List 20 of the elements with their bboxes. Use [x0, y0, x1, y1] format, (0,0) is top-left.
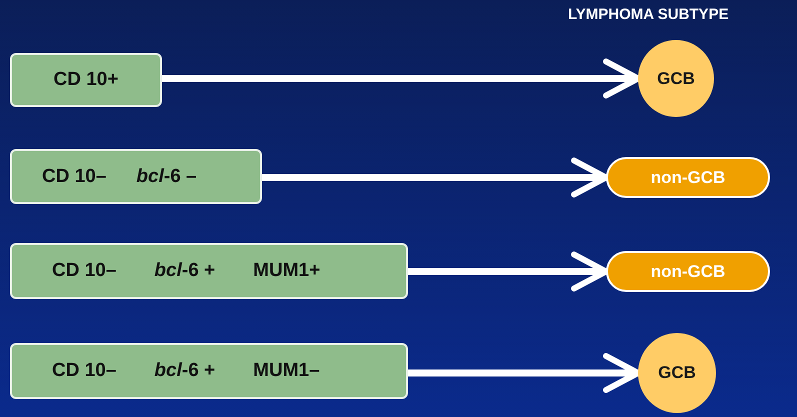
marker-condition-box	[10, 343, 408, 399]
marker-condition-box	[10, 243, 408, 299]
marker-label: CD 10–	[42, 166, 106, 188]
subtype-pill	[606, 157, 770, 198]
marker-label: non-GCB	[650, 262, 726, 282]
marker-label: GCB	[658, 363, 696, 383]
marker-label: bcl-6 +	[154, 360, 216, 382]
subtype-pill	[606, 251, 770, 292]
marker-label: non-GCB	[650, 168, 726, 188]
marker-label: MUM1–	[253, 360, 320, 382]
marker-condition-box	[10, 53, 162, 107]
marker-condition-box	[10, 149, 262, 204]
marker-label: CD 10–	[52, 260, 116, 282]
marker-label: MUM1+	[253, 260, 320, 282]
marker-label: CD 10–	[52, 360, 116, 382]
column-heading: LYMPHOMA SUBTYPE	[568, 6, 729, 23]
marker-label: bcl-6 +	[154, 260, 216, 282]
marker-label: bcl-6 –	[136, 166, 197, 188]
marker-label: GCB	[657, 68, 695, 88]
marker-label: CD 10+	[54, 69, 118, 91]
